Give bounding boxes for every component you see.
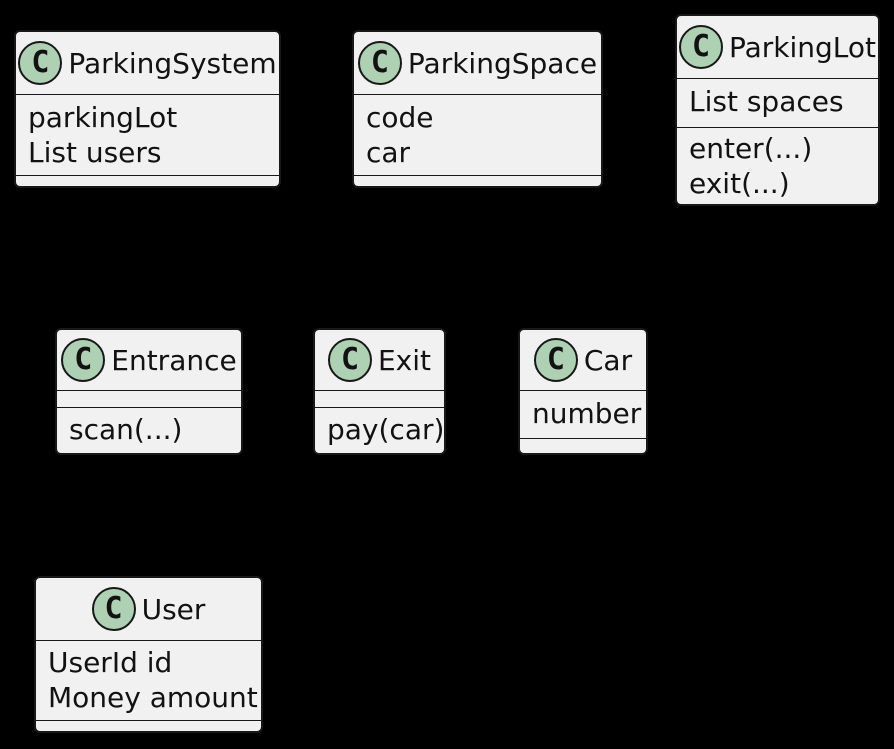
class-name: Exit [377,343,432,377]
field: Money amount [48,681,258,714]
class-title: C Exit [315,330,444,390]
method: enter(...) [689,132,813,165]
method: scan(...) [69,413,183,446]
field: code [366,101,434,134]
class-title: C ParkingSpace [354,32,601,94]
fields-section: number [520,390,646,438]
class-name: Entrance [111,343,237,377]
field: List users [28,136,162,169]
class-name: ParkingLot [728,30,877,64]
class-stereotype-icon: C [61,338,106,382]
class-title: C Car [520,330,646,390]
field: parkingLot [28,101,178,134]
method: pay(car) [327,413,445,446]
class-stereotype-icon: C [91,587,136,631]
methods-section: enter(...) exit(...) [677,127,878,204]
class-name: User [141,592,206,626]
field: car [366,136,411,169]
class-parkingsystem: C ParkingSystem parkingLot List users [14,30,281,188]
class-name: ParkingSystem [68,46,277,80]
class-name: ParkingSpace [407,46,598,80]
field: UserId id [48,646,173,679]
methods-section: pay(car) [315,407,444,453]
fields-section-empty [315,390,444,407]
class-title: C Entrance [57,330,241,390]
class-title: C ParkingSystem [16,32,279,94]
fields-section: List spaces [677,78,878,127]
methods-section-empty [520,438,646,453]
class-stereotype-icon: C [18,41,63,85]
fields-section-empty [57,390,241,407]
class-parkinglot: C ParkingLot List spaces enter(...) exit… [675,14,880,206]
class-car: C Car number [518,328,648,455]
methods-section-empty [354,175,601,186]
field: number [532,397,642,430]
class-entrance: C Entrance scan(...) [55,328,243,455]
class-title: C User [36,578,261,640]
class-parkingspace: C ParkingSpace code car [352,30,603,188]
class-stereotype-icon: C [678,25,723,69]
fields-section: code car [354,94,601,175]
fields-section: UserId id Money amount [36,640,261,720]
methods-section-empty [36,720,261,731]
class-title: C ParkingLot [677,16,878,78]
class-stereotype-icon: C [533,338,578,382]
class-name: Car [583,343,633,377]
class-stereotype-icon: C [357,41,402,85]
class-stereotype-icon: C [327,338,372,382]
class-user: C User UserId id Money amount [34,576,263,733]
fields-section: parkingLot List users [16,94,279,175]
methods-section-empty [16,175,279,186]
class-exit: C Exit pay(car) [313,328,446,455]
field: List spaces [689,85,844,118]
methods-section: scan(...) [57,407,241,453]
method: exit(...) [689,167,790,200]
